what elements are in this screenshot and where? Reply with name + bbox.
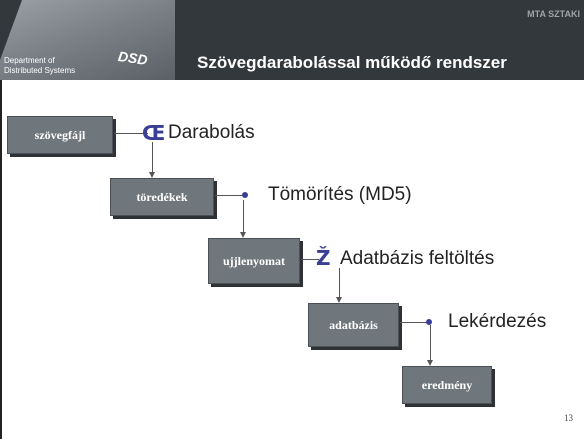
- department-label: Department of Distributed Systems: [4, 56, 144, 76]
- box-toredekek: töredékek: [110, 178, 214, 216]
- page-number: 13: [564, 413, 573, 423]
- institution-label: MTA SZTAKI: [527, 9, 580, 19]
- box-eredmeny: eredmény: [402, 366, 492, 404]
- arrow-1-line: [152, 142, 153, 172]
- arrow-4-line: [430, 325, 431, 360]
- department-line-2: Distributed Systems: [4, 66, 76, 75]
- connector-1-h: [114, 133, 148, 134]
- step-3-marker: Ž: [316, 246, 331, 270]
- left-border: [0, 80, 2, 439]
- slide-title: Szövegdarabolással működő rendszer: [197, 53, 507, 72]
- box-ujjlenyomat: ujjlenyomat: [208, 238, 300, 284]
- step-3-label: Adatbázis feltöltés: [340, 248, 495, 269]
- arrow-2-head: [240, 232, 246, 238]
- connector-4-h: [400, 322, 428, 323]
- arrow-1-head: [149, 172, 155, 178]
- department-line-1: Department of: [4, 56, 55, 65]
- arrow-3-line: [339, 268, 340, 297]
- step-4-marker-dot: [426, 319, 432, 325]
- arrow-3-head: [336, 297, 342, 303]
- box-szovegfajl: szövegfájl: [7, 116, 113, 154]
- step-2-marker-dot: [242, 192, 248, 198]
- connector-3-h: [301, 259, 319, 260]
- logo-panel: [0, 0, 175, 80]
- box-adatbazis: adatbázis: [308, 303, 399, 347]
- arrow-2-line: [243, 200, 244, 232]
- step-2-label: Tömörítés (MD5): [268, 184, 412, 205]
- step-1-marker: Œ: [142, 121, 166, 145]
- header-divider: [0, 81, 584, 83]
- step-1-label: Darabolás: [168, 122, 255, 143]
- connector-2-h: [215, 195, 245, 196]
- step-4-label: Lekérdezés: [448, 311, 547, 332]
- arrow-4-head: [427, 360, 433, 366]
